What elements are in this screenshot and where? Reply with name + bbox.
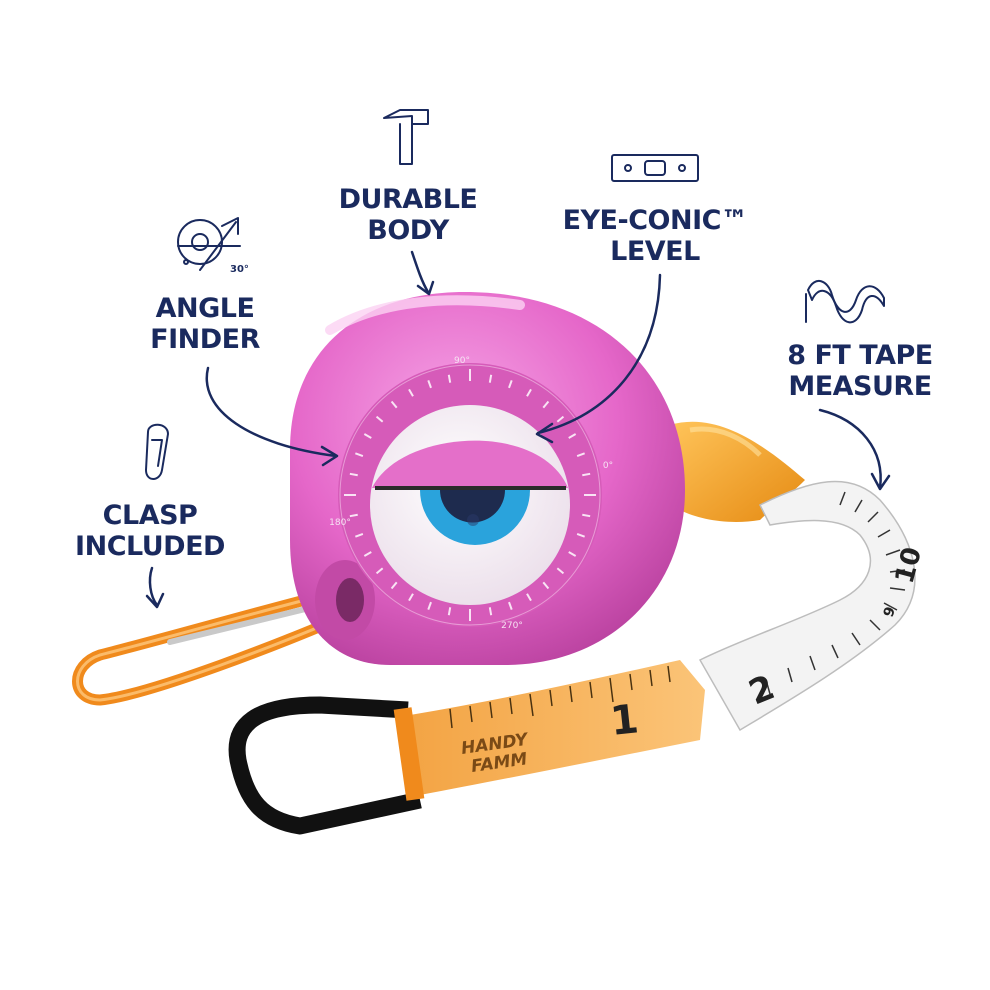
tape-measure-icon xyxy=(805,280,885,324)
dial-tick xyxy=(349,472,358,477)
label-durable-body: DURABLE BODY xyxy=(318,184,498,246)
tape-orange-section xyxy=(410,660,705,795)
dial-tick xyxy=(408,593,414,602)
dial-tick xyxy=(526,593,532,602)
tape-ribbon xyxy=(698,480,916,732)
dial-label-right: 0° xyxy=(603,461,613,471)
dial-tick xyxy=(447,374,452,383)
dial-tick xyxy=(390,400,398,409)
tape-end-handle xyxy=(228,696,425,835)
label-eye-conic-level-line1: EYE-CONIC™ xyxy=(562,205,748,236)
label-clasp-included-line1: CLASP xyxy=(102,500,198,531)
dial-tick xyxy=(542,581,550,590)
dial-tick xyxy=(576,533,585,538)
tape-body: 90° 0° 180° 270° xyxy=(290,292,685,665)
hammer-icon xyxy=(383,109,429,165)
dial-tick xyxy=(488,607,493,616)
dial-tick xyxy=(427,601,432,610)
dial-tick xyxy=(576,452,585,457)
dial-tick xyxy=(355,533,364,538)
dial-tick xyxy=(349,513,358,518)
dial-tick xyxy=(582,513,591,518)
arrow-clasp-included xyxy=(145,566,165,609)
arrow-angle-finder xyxy=(205,366,339,467)
dial-tick xyxy=(556,567,565,575)
dial-tick xyxy=(363,433,372,439)
dial-tick xyxy=(390,581,398,590)
label-clasp-included-line2: INCLUDED xyxy=(75,531,225,562)
dial-tick xyxy=(427,380,432,389)
dial-label-top: 90° xyxy=(454,356,470,366)
label-angle-finder: ANGLE FINDER xyxy=(130,293,280,355)
dial-label-bottom: 270° xyxy=(501,621,523,631)
label-clasp-included: CLASP INCLUDED xyxy=(60,500,240,562)
dial-tick xyxy=(355,452,364,457)
dial-tick xyxy=(568,433,577,439)
label-angle-finder-line2: FINDER xyxy=(150,324,260,355)
dial-tick xyxy=(526,388,532,397)
dial-tick xyxy=(363,551,372,557)
eye xyxy=(420,490,530,545)
dial-tick xyxy=(408,388,414,397)
dial-tick xyxy=(375,567,384,575)
label-tape-measure: 8 FT TAPE MEASURE xyxy=(760,340,960,402)
arrow-durable-body xyxy=(410,250,435,296)
label-durable-body-line2: BODY xyxy=(367,215,449,246)
dial-tick xyxy=(447,607,452,616)
dial-tick xyxy=(556,415,565,423)
dial-tick xyxy=(568,551,577,557)
label-angle-finder-line1: ANGLE xyxy=(155,293,255,324)
angle-icon-text: 30° xyxy=(230,264,249,275)
label-tape-measure-line1: 8 FT TAPE xyxy=(787,340,933,371)
dial-tick xyxy=(488,374,493,383)
carabiner-icon xyxy=(145,423,169,480)
dial-tick xyxy=(508,601,513,610)
angle-finder-icon xyxy=(177,217,241,271)
dial-tick xyxy=(542,400,550,409)
label-eye-conic-level-line2: LEVEL xyxy=(610,236,700,267)
arrow-tape-measure xyxy=(818,408,891,491)
arrow-eye-conic-level xyxy=(535,273,662,444)
label-tape-measure-line2: MEASURE xyxy=(788,371,932,402)
dial-tick xyxy=(508,380,513,389)
dial-tick xyxy=(582,472,591,477)
tape-number-1: 1 xyxy=(608,696,640,745)
label-durable-body-line1: DURABLE xyxy=(338,184,478,215)
spirit-level-icon xyxy=(611,154,699,182)
beak xyxy=(670,421,805,522)
dial-label-left: 180° xyxy=(329,518,351,528)
label-eye-conic-level: EYE-CONIC™ LEVEL xyxy=(555,205,755,267)
dial-tick xyxy=(375,415,384,423)
